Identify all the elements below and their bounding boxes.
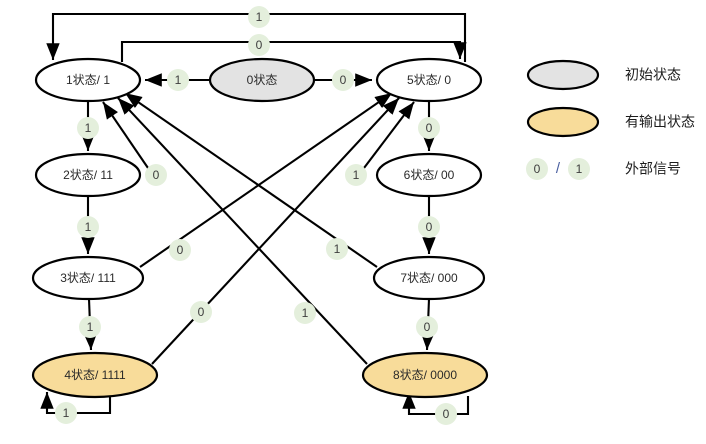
signal-badge-s8-s1: 1	[294, 302, 316, 324]
legend-label-initial-state: 初始状态	[625, 67, 681, 83]
legend-swatch-initial-state-icon	[526, 59, 600, 91]
signal-badge-s4-s5: 0	[190, 301, 212, 323]
node-label-s5: 5状态/ 0	[407, 73, 451, 87]
legend-item-output-state: 有输出状态	[526, 106, 695, 138]
signal-text: 1	[63, 406, 70, 420]
signal-badge-s5-s1: 1	[248, 6, 270, 28]
node-label-s0: 0状态	[247, 73, 278, 87]
edge-s8-s1	[117, 97, 368, 365]
edge-s7-s1	[124, 92, 378, 268]
legend-item-initial-state: 初始状态	[526, 59, 681, 91]
signal-badge-s2-s3: 1	[77, 216, 99, 238]
legend-signal-b: 1	[576, 162, 583, 176]
legend-label-output-state: 有输出状态	[625, 114, 695, 130]
node-s1[interactable]: 1状态/ 1	[34, 57, 142, 103]
signal-text: 1	[334, 242, 341, 256]
node-s4-output[interactable]: 4状态/ 1111	[31, 351, 159, 399]
node-s7[interactable]: 7状态/ 000	[372, 255, 486, 301]
node-label-s2: 2状态/ 11	[63, 168, 113, 182]
signal-text: 0	[426, 220, 433, 234]
node-s6[interactable]: 6状态/ 00	[375, 152, 483, 198]
signal-badge-s6-s5: 1	[345, 164, 367, 186]
node-label-s3: 3状态/ 111	[60, 271, 116, 285]
legend-signal-separator: /	[556, 160, 561, 177]
signal-badge-s7-s8: 0	[416, 316, 438, 338]
legend-signal-a: 0	[534, 162, 541, 176]
node-s8-output[interactable]: 8状态/ 0000	[361, 351, 489, 399]
node-s3[interactable]: 3状态/ 111	[31, 255, 145, 301]
signal-badge-s1-s5: 0	[248, 34, 270, 56]
signal-text: 0	[443, 407, 450, 421]
signal-text: 1	[302, 306, 309, 320]
node-label-s8: 8状态/ 0000	[393, 368, 457, 382]
node-s2[interactable]: 2状态/ 11	[34, 152, 142, 198]
legend-swatch-signal-one-icon	[568, 158, 590, 180]
legend-label-external-signal: 外部信号	[625, 161, 681, 177]
signal-text: 0	[256, 38, 263, 52]
signal-text: 0	[177, 243, 184, 257]
node-label-s4: 4状态/ 1111	[64, 368, 126, 382]
signal-text: 1	[87, 320, 94, 334]
signal-badge-s6-s7: 0	[418, 216, 440, 238]
signal-text: 1	[85, 121, 92, 135]
edge-s1-s5	[120, 40, 467, 62]
signal-text: 1	[85, 220, 92, 234]
signal-text: 1	[175, 73, 182, 87]
signal-text: 0	[426, 121, 433, 135]
signal-badge-s0-s1: 1	[167, 69, 189, 91]
signal-text: 0	[424, 320, 431, 334]
legend-swatch-output-state-icon	[526, 106, 600, 138]
signal-text: 0	[153, 168, 160, 182]
legend-item-external-signal: 0 / 1 外部信号	[526, 158, 681, 180]
node-label-s7: 7状态/ 000	[400, 271, 458, 285]
signal-text: 0	[340, 73, 347, 87]
node-layer: 1状态/ 1 0状态 5状态/ 0 2状态/ 11 6状态/ 00 3状态/ 1…	[31, 57, 489, 399]
signal-badge-s3-s4: 1	[79, 316, 101, 338]
signal-text: 1	[353, 168, 360, 182]
node-s0-initial[interactable]: 0状态	[208, 57, 316, 103]
signal-badge-s7-s1: 1	[326, 238, 348, 260]
signal-badge-s2-s1: 0	[145, 164, 167, 186]
signal-text: 0	[198, 305, 205, 319]
signal-badge-s1-s2: 1	[77, 117, 99, 139]
signal-badge-s8-self: 0	[435, 403, 457, 425]
node-s5[interactable]: 5状态/ 0	[375, 57, 483, 103]
edge-s3-s5	[139, 92, 393, 268]
legend-swatch-signal-zero-icon	[526, 158, 548, 180]
signal-badge-s0-s5: 0	[332, 69, 354, 91]
node-label-s6: 6状态/ 00	[404, 168, 455, 182]
signal-text: 1	[256, 10, 263, 24]
signal-badge-s3-s5: 0	[169, 239, 191, 261]
node-label-s1: 1状态/ 1	[66, 73, 110, 87]
legend: 初始状态 有输出状态 0 / 1 外部信号	[526, 59, 695, 180]
edge-s4-self	[40, 392, 112, 415]
edge-s2-s1	[102, 101, 149, 169]
signal-label-layer: 1 0 1 0 1 1 1	[55, 6, 457, 425]
signal-badge-s4-self: 1	[55, 402, 77, 424]
signal-badge-s5-s6: 0	[418, 117, 440, 139]
edge-s6-s5	[363, 101, 415, 169]
